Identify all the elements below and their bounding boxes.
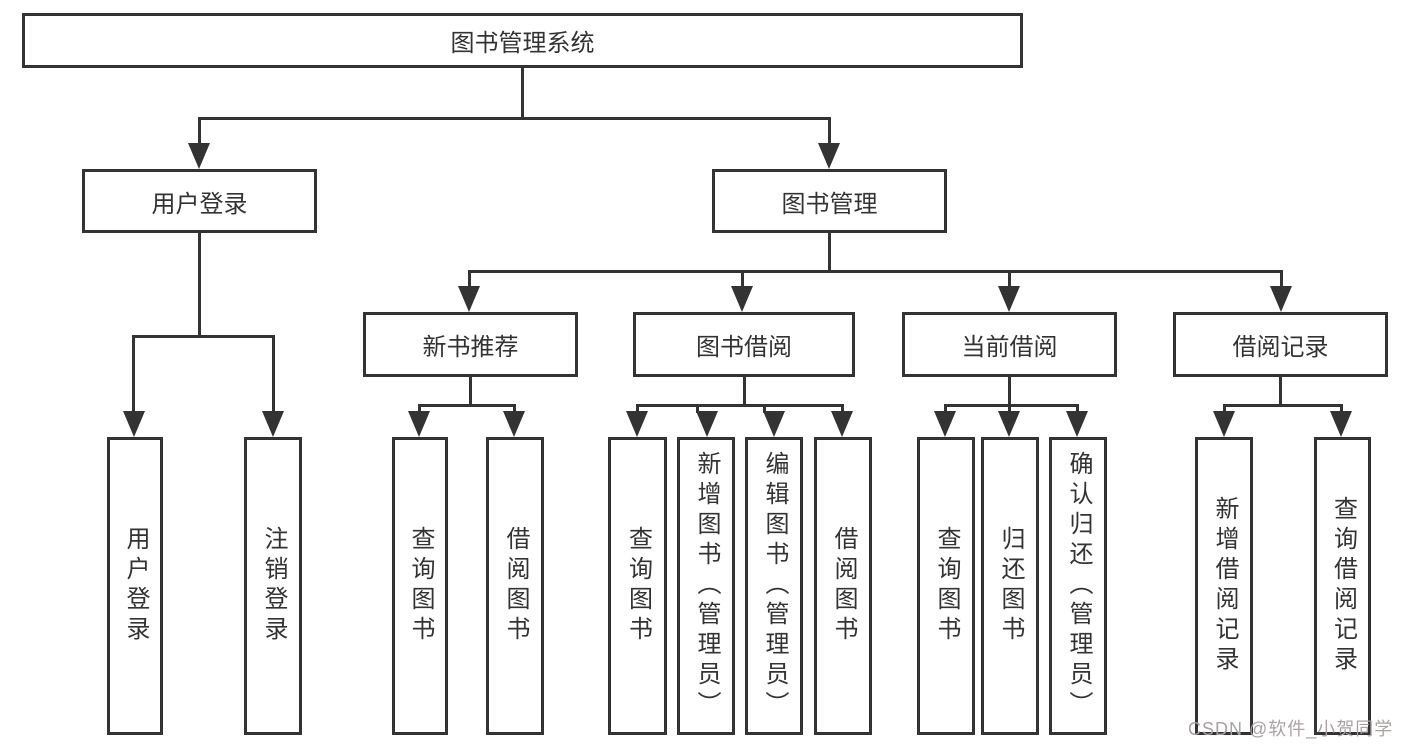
arrow-down-icon bbox=[123, 411, 145, 437]
arrow-down-icon bbox=[763, 411, 785, 437]
node-root-label: 图书管理系统 bbox=[450, 30, 595, 57]
leaf-add-borrow-record: 新增借阅记录 bbox=[1195, 437, 1253, 735]
connector-drop bbox=[1223, 404, 1226, 413]
connector-drop bbox=[841, 404, 844, 413]
connector-bookmgmt-bus bbox=[468, 270, 1283, 273]
node-book-management-label: 图书管理 bbox=[781, 190, 878, 218]
node-user-login-label: 用户登录 bbox=[151, 190, 248, 218]
leaf-query-borrow-record: 查询借阅记录 bbox=[1314, 437, 1371, 735]
connector-drop bbox=[1280, 270, 1283, 288]
connector-current-stem bbox=[1008, 377, 1011, 406]
connector-drop bbox=[1008, 270, 1011, 288]
connector-bookmgmt-stem bbox=[828, 233, 831, 272]
connector-drop bbox=[198, 117, 201, 146]
leaf-recommend-borrow-books: 借阅图书 bbox=[486, 437, 544, 735]
node-book-management: 图书管理 bbox=[712, 169, 947, 233]
leaf-recommend-query-books: 查询图书 bbox=[392, 437, 448, 735]
leaf-user-login: 用户登录 bbox=[107, 437, 163, 735]
arrow-down-icon bbox=[696, 411, 718, 437]
node-borrow-records-label: 借阅记录 bbox=[1232, 334, 1329, 361]
node-current-borrow-label: 当前借阅 bbox=[961, 334, 1058, 361]
connector-drop bbox=[132, 335, 135, 415]
connector-current-bus bbox=[944, 404, 1079, 407]
connector-borrow-bus bbox=[636, 404, 844, 407]
leaf-logout: 注销登录 bbox=[244, 437, 302, 735]
connector-drop bbox=[513, 404, 516, 413]
node-root: 图书管理系统 bbox=[22, 13, 1023, 68]
connector-recommend-bus bbox=[418, 404, 516, 407]
node-new-book-recommend-label: 新书推荐 bbox=[422, 334, 519, 361]
leaf-recommend-query-books-label: 查询图书 bbox=[407, 526, 434, 646]
connector-drop bbox=[272, 335, 275, 415]
arrow-down-icon bbox=[626, 411, 648, 437]
leaf-add-books-admin-label: 新增图书（管理员） bbox=[693, 451, 720, 721]
node-borrow-records: 借阅记录 bbox=[1173, 312, 1388, 377]
connector-drop bbox=[763, 404, 766, 413]
arrow-down-icon bbox=[731, 286, 753, 312]
arrow-down-icon bbox=[458, 286, 480, 312]
leaf-borrow-books-label: 借阅图书 bbox=[830, 526, 857, 646]
arrow-down-icon bbox=[818, 143, 840, 169]
connector-root-stem bbox=[521, 68, 524, 118]
connector-drop bbox=[1008, 404, 1011, 413]
arrow-down-icon bbox=[998, 286, 1020, 312]
leaf-borrow-books: 借阅图书 bbox=[814, 437, 872, 735]
arrow-down-icon bbox=[934, 411, 956, 437]
leaf-return-books: 归还图书 bbox=[981, 437, 1039, 735]
watermark: CSDN @软件_小贺同学 bbox=[1188, 719, 1394, 739]
arrow-down-icon bbox=[1066, 411, 1088, 437]
leaf-current-query-books: 查询图书 bbox=[917, 437, 975, 735]
node-book-borrow-label: 图书借阅 bbox=[696, 334, 792, 361]
leaf-return-books-label: 归还图书 bbox=[997, 526, 1024, 646]
node-current-borrow: 当前借阅 bbox=[902, 312, 1117, 377]
connector-records-stem bbox=[1279, 377, 1282, 406]
arrow-down-icon bbox=[408, 411, 430, 437]
leaf-query-borrow-record-label: 查询借阅记录 bbox=[1329, 496, 1357, 676]
connector-records-bus bbox=[1223, 404, 1343, 407]
leaf-current-query-books-label: 查询图书 bbox=[933, 526, 960, 646]
leaf-logout-label: 注销登录 bbox=[260, 526, 287, 646]
leaf-add-books-admin: 新增图书（管理员） bbox=[677, 437, 735, 735]
connector-drop bbox=[828, 117, 831, 146]
connector-drop bbox=[1076, 404, 1079, 413]
arrow-down-icon bbox=[1213, 411, 1235, 437]
arrow-down-icon bbox=[188, 143, 210, 169]
leaf-edit-books-admin: 编辑图书（管理员） bbox=[745, 437, 803, 735]
connector-userlogin-stem bbox=[198, 232, 201, 336]
connector-recommend-stem bbox=[469, 377, 472, 406]
arrow-down-icon bbox=[831, 411, 853, 437]
connector-root-bus bbox=[198, 117, 831, 120]
leaf-confirm-return-admin-label: 确认归还（管理员） bbox=[1065, 451, 1092, 721]
connector-drop bbox=[468, 270, 471, 288]
connector-drop bbox=[696, 404, 699, 413]
connector-userlogin-bus bbox=[132, 335, 275, 338]
connector-drop bbox=[944, 404, 947, 413]
leaf-borrow-query-books: 查询图书 bbox=[608, 437, 667, 735]
connector-borrow-stem bbox=[743, 377, 746, 406]
arrow-down-icon bbox=[503, 411, 525, 437]
leaf-add-borrow-record-label: 新增借阅记录 bbox=[1211, 496, 1238, 676]
node-new-book-recommend: 新书推荐 bbox=[363, 312, 578, 377]
arrow-down-icon bbox=[262, 411, 284, 437]
arrow-down-icon bbox=[998, 411, 1020, 437]
leaf-user-login-label: 用户登录 bbox=[122, 526, 149, 646]
leaf-recommend-borrow-books-label: 借阅图书 bbox=[502, 526, 529, 646]
leaf-confirm-return-admin: 确认归还（管理员） bbox=[1049, 437, 1107, 735]
arrow-down-icon bbox=[1270, 286, 1292, 312]
connector-drop bbox=[636, 404, 639, 413]
connector-drop bbox=[741, 270, 744, 288]
node-book-borrow: 图书借阅 bbox=[633, 312, 855, 377]
connector-drop bbox=[1340, 404, 1343, 413]
node-user-login: 用户登录 bbox=[82, 169, 317, 233]
leaf-borrow-query-books-label: 查询图书 bbox=[624, 526, 652, 646]
leaf-edit-books-admin-label: 编辑图书（管理员） bbox=[761, 451, 788, 721]
arrow-down-icon bbox=[1330, 411, 1352, 437]
connector-drop bbox=[418, 404, 421, 413]
